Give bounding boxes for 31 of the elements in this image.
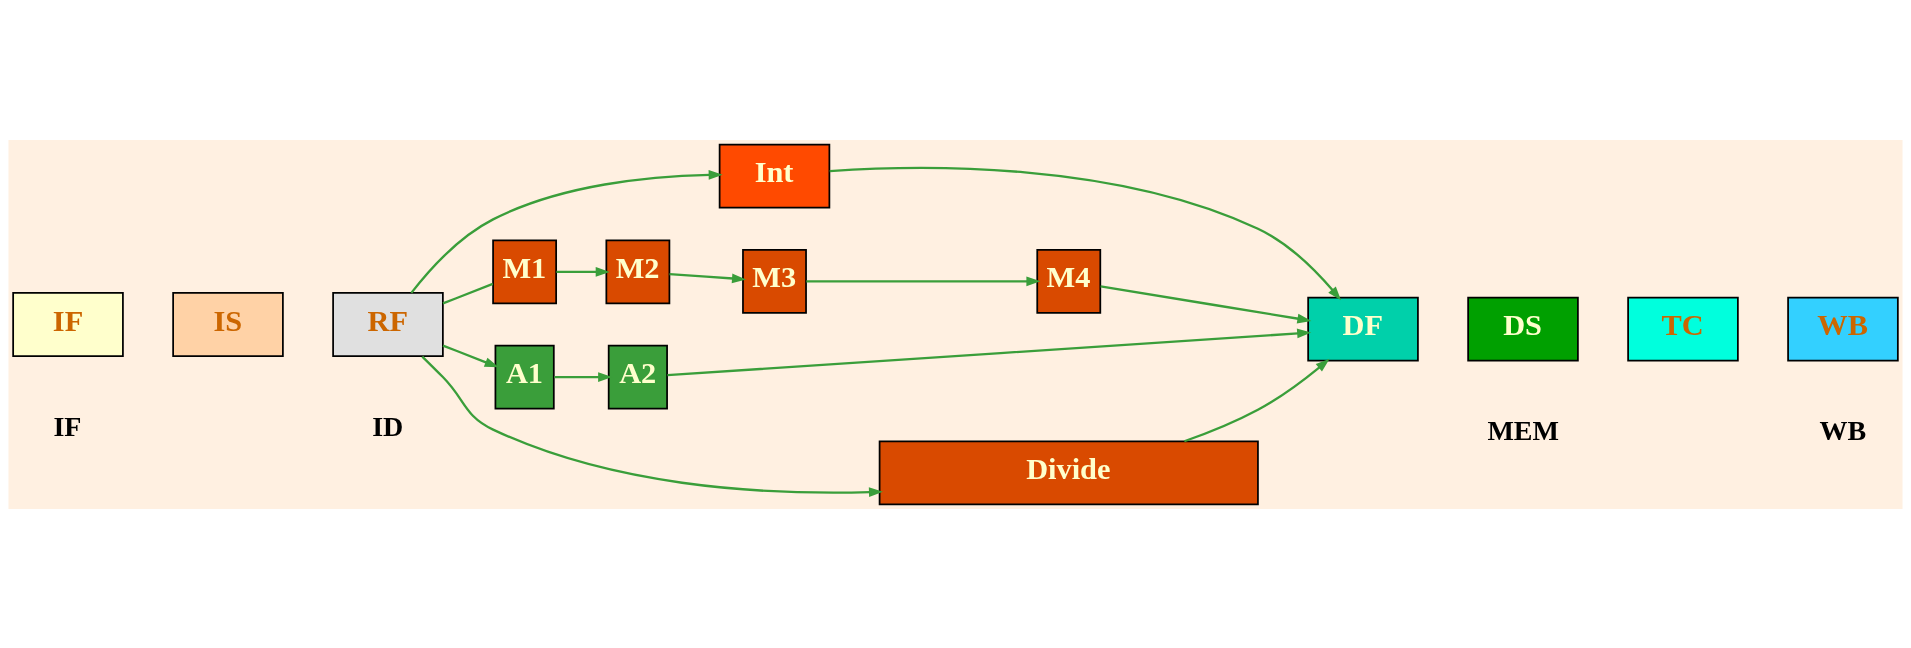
node-box: RF [332,291,444,357]
arrow [667,328,1312,376]
arrow [1183,358,1330,442]
node-box: Divide [878,439,1259,505]
node-box: M3 [742,248,807,314]
label: IF [53,410,82,442]
node-box: TC [1627,296,1739,362]
arrow [806,275,1041,286]
arrow [421,355,883,497]
arrow [1100,284,1312,323]
arrow [556,266,610,277]
connector [442,282,494,304]
arrow [442,343,499,367]
node-box: M1 [492,239,557,304]
arrow [829,166,1342,300]
node-box: M2 [605,239,671,304]
node-box: DS [1467,296,1579,362]
node-box: IS [172,291,284,357]
arrow [669,272,747,283]
label: MEM [1487,414,1559,446]
arrow [410,169,723,294]
node-box: A1 [494,344,555,409]
arrow [554,371,613,382]
node-box: WB [1787,296,1899,362]
node-box: Int [718,143,831,209]
node-box: IF [12,291,124,357]
label: ID [372,410,404,442]
node-box: M4 [1036,248,1102,314]
node-box: A2 [607,344,668,409]
node-box: DF [1307,296,1419,362]
label: WB [1819,414,1867,446]
